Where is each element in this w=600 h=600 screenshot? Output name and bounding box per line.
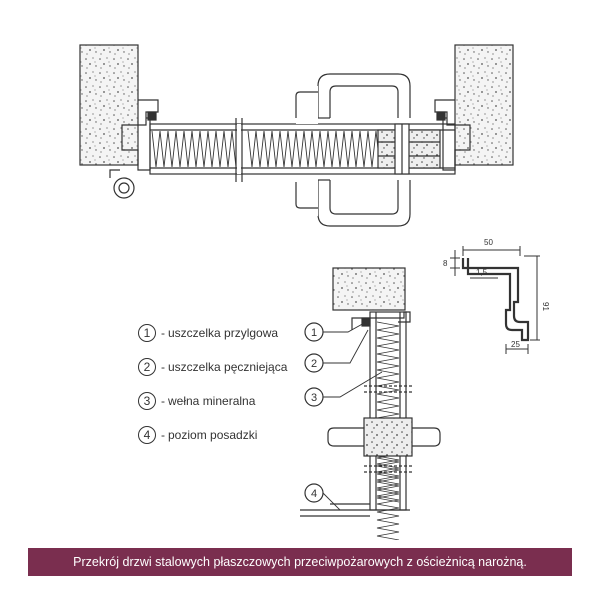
legend-number: 4 [138, 426, 156, 444]
mineral-wool-plan-left [151, 130, 237, 168]
top-frame [351, 311, 411, 330]
callout-3-label: 3 [311, 392, 317, 404]
dim-height: 91 [541, 302, 550, 311]
plan-section [79, 44, 514, 227]
handle-vertical [363, 417, 413, 457]
legend-dash: - [161, 326, 165, 340]
legend-label: wełna mineralna [168, 394, 256, 408]
legend-item: 1 - uszczelka przylgowa [138, 322, 298, 344]
lintel-wall [332, 267, 406, 311]
legend-item: 3 - wełna mineralna [138, 390, 298, 412]
legend: 1 - uszczelka przylgowa 2 - uszczelka pę… [138, 322, 298, 458]
mineral-wool-plan-right [247, 130, 381, 168]
mineral-wool-vertical [376, 321, 400, 503]
legend-item: 2 - uszczelka pęczniejąca [138, 356, 298, 378]
dim-width-top: 50 [484, 238, 493, 247]
dim-bottom-width: 25 [511, 340, 520, 349]
right-wall [454, 44, 514, 166]
caption-bar: Przekrój drzwi stalowych płaszczowych pr… [28, 548, 572, 576]
hinge [113, 177, 135, 199]
legend-number: 2 [138, 358, 156, 376]
frame-profile-shape [461, 258, 530, 342]
dim-thickness: 1,5 [476, 268, 488, 277]
legend-dash: - [161, 394, 165, 408]
door-handle [317, 73, 411, 118]
legend-label: poziom posadzki [168, 428, 258, 442]
right-frame-profile [434, 99, 471, 171]
callout-2-label: 2 [311, 358, 317, 370]
callouts [304, 322, 324, 503]
callout-leader-lines [322, 321, 383, 511]
dim-lip-height: 8 [443, 259, 448, 268]
legend-label: uszczelka pęczniejąca [168, 360, 288, 374]
legend-label: uszczelka przylgowa [168, 326, 279, 340]
frame-profile-dimension-drawing [450, 246, 540, 354]
legend-dash: - [161, 360, 165, 374]
callout-4-label: 4 [311, 488, 317, 500]
callout-1-label: 1 [311, 327, 317, 339]
caption-text: Przekrój drzwi stalowych płaszczowych pr… [73, 555, 527, 569]
legend-number: 3 [138, 392, 156, 410]
door-cross-section-drawing: 50 8 1,5 91 25 [79, 44, 550, 540]
legend-dash: - [161, 428, 165, 442]
left-wall [79, 44, 139, 166]
legend-number: 1 [138, 324, 156, 342]
legend-item: 4 - poziom posadzki [138, 424, 298, 446]
